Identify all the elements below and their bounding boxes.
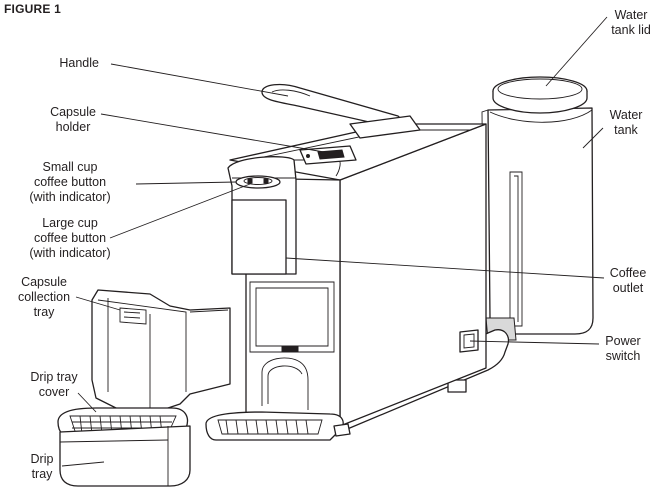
leader-large-cup xyxy=(109,183,251,239)
capsule-collection-tray xyxy=(91,289,231,415)
handle xyxy=(261,83,421,139)
label-water-tank: Water tank xyxy=(609,108,643,137)
label-large-cup-coffee-button: Large cup coffee button (with indicator) xyxy=(29,216,111,260)
leader-small-cup xyxy=(135,181,237,185)
leader-handle xyxy=(110,63,289,97)
leader-drip-tray xyxy=(61,461,105,467)
leader-capsule-holder xyxy=(100,113,325,153)
label-small-cup-coffee-button: Small cup coffee button (with indicator) xyxy=(29,160,111,204)
coffee-buttons xyxy=(235,175,281,189)
label-capsule-collection-tray: Capsule collection tray xyxy=(17,275,71,319)
water-tank xyxy=(481,107,594,341)
label-coffee-outlet: Coffee outlet xyxy=(609,266,647,295)
label-capsule-holder: Capsule holder xyxy=(50,105,96,134)
leader-drip-tray-cover xyxy=(77,392,97,413)
leader-water-tank-lid xyxy=(545,16,608,87)
leader-capsule-tray xyxy=(75,296,121,311)
label-water-tank-lid: Water tank lid xyxy=(611,8,651,37)
leader-coffee-outlet xyxy=(285,257,605,279)
water-tank-lid xyxy=(492,76,588,114)
label-drip-tray: Drip tray xyxy=(30,452,54,481)
figure-title: FIGURE 1 xyxy=(4,2,61,16)
capsule-holder xyxy=(299,145,357,165)
drip-tray xyxy=(59,425,191,487)
label-drip-tray-cover: Drip tray cover xyxy=(30,370,78,399)
leader-water-tank xyxy=(582,127,604,149)
front-drip-grille xyxy=(205,411,351,441)
label-handle: Handle xyxy=(59,56,99,70)
label-power-switch: Power switch xyxy=(605,334,641,363)
base-foot xyxy=(447,379,467,393)
power-switch xyxy=(459,329,479,353)
leader-power-switch xyxy=(469,340,600,345)
